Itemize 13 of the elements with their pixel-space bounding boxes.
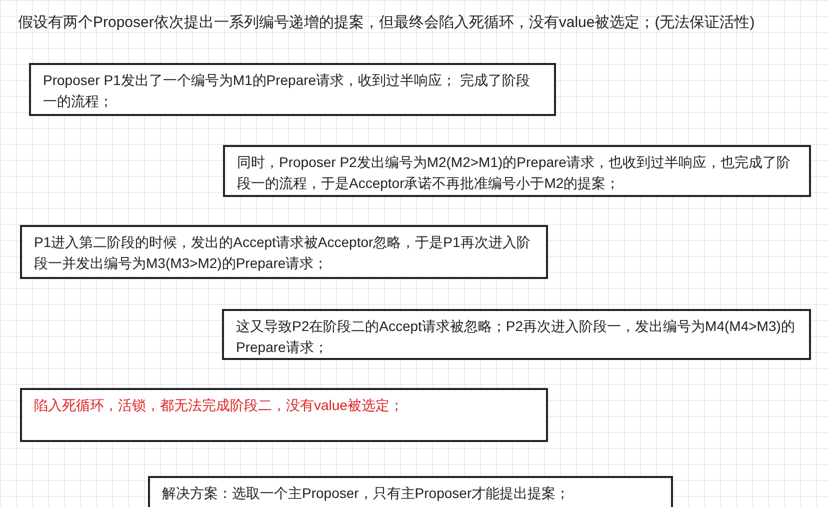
- box-text: 解决方案：选取一个主Proposer，只有主Proposer才能提出提案；: [162, 484, 571, 503]
- text-box: [222, 309, 811, 360]
- text-box: [223, 145, 811, 197]
- text-box: [148, 476, 673, 507]
- text-box: [29, 63, 556, 116]
- box-text: 这又导致P2在阶段二的Accept请求被忽略；P2再次进入阶段一，发出编号为M4(M4>M3)的Prepare请求；: [236, 317, 796, 357]
- box-text: 同时，Proposer P2发出编号为M2(M2>M1)的Prepare请求，也收到过半响应，也完成了阶段一的流程，于是Acceptor承诺不再批准编号小于M2的提案；: [237, 153, 792, 193]
- box-text: P1进入第二阶段的时候，发出的Accept请求被Acceptor忽略，于是P1再次进入阶段一并发出编号为M3(M3>M2)的Prepare请求；: [34, 233, 532, 273]
- text-box: [20, 225, 548, 279]
- box-text: 陷入死循环，活锁，都无法完成阶段二，没有value被选定；: [34, 396, 404, 415]
- box-text: Proposer P1发出了一个编号为M1的Prepare请求，收到过半响应； 完成了阶段一的流程；: [43, 71, 531, 111]
- text-box: [20, 388, 548, 442]
- heading-text: 假设有两个Proposer依次提出一系列编号递增的提案，但最终会陷入死循环，没有value被选定；(无法保证活性): [18, 13, 755, 33]
